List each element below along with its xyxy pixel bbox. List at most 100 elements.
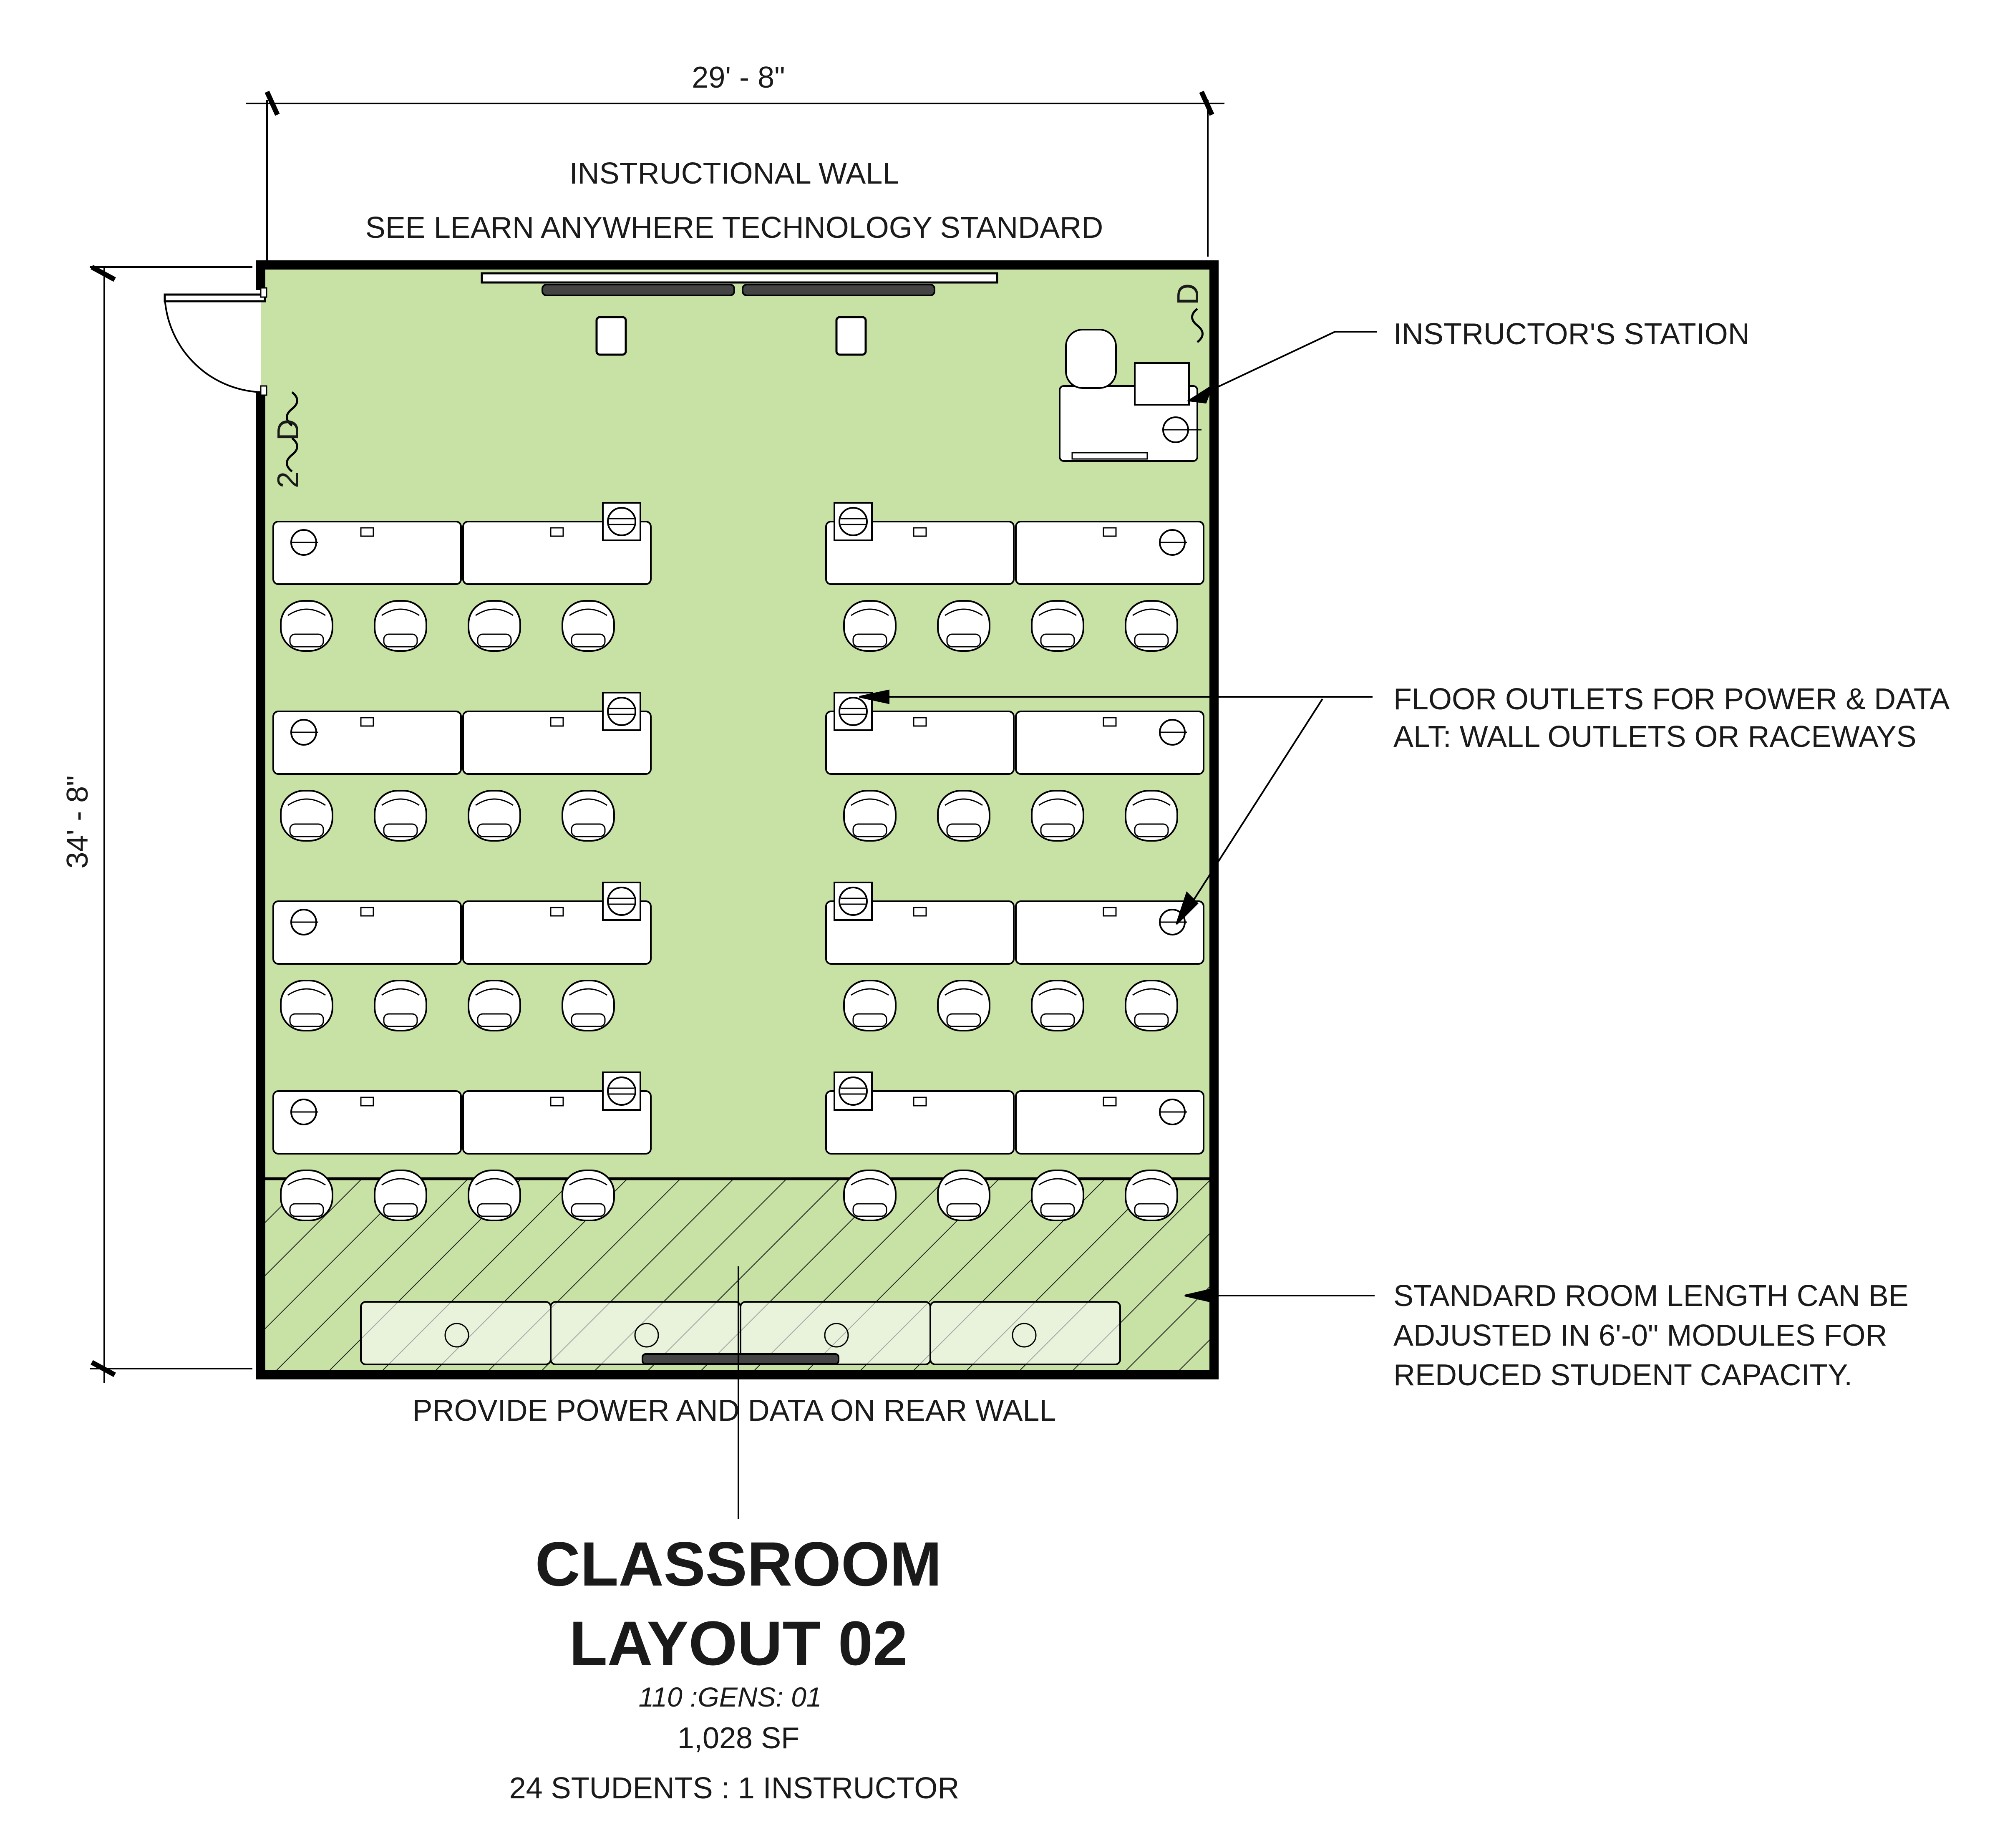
chair-seat [289, 1203, 324, 1217]
chair-seat [946, 1203, 981, 1217]
room-length-callout: REDUCED STUDENT CAPACITY. [1393, 1359, 1852, 1392]
chair-back [381, 608, 420, 616]
room-capacity: 24 STUDENTS : 1 INSTRUCTOR [509, 1772, 960, 1805]
desk-grommet [360, 907, 374, 917]
layout-title-line2: LAYOUT 02 [569, 1608, 907, 1678]
rear-display [642, 1353, 839, 1365]
chair-back [569, 988, 607, 996]
floor-outlet [839, 887, 868, 916]
chair-seat [1040, 1203, 1075, 1217]
student-desk [825, 1090, 1015, 1155]
outlet-count-label: 2 [272, 471, 305, 488]
rear-outlet [1012, 1323, 1037, 1348]
desk-grommet [550, 717, 564, 727]
chair-seat [289, 1013, 324, 1027]
room-length-callout: STANDARD ROOM LENGTH CAN BE [1393, 1279, 1909, 1313]
chair-seat [852, 633, 887, 648]
instructor-chair [1065, 329, 1117, 389]
student-desk [825, 900, 1015, 965]
chair-seat [289, 823, 324, 837]
floor-outlet [607, 1077, 636, 1106]
desk-grommet [913, 527, 927, 537]
chair-seat [852, 823, 887, 837]
chair-back [1132, 608, 1171, 616]
layout-title-line1: CLASSROOM [535, 1529, 942, 1599]
room-length-callout: ADJUSTED IN 6'-0" MODULES FOR [1393, 1319, 1887, 1352]
floor-outlet [839, 697, 868, 726]
chair-back [1132, 1178, 1171, 1186]
chair-back [945, 988, 983, 996]
chair-seat [477, 1013, 512, 1027]
desk-grommet [913, 1097, 927, 1107]
floor-outlets-callout: FLOOR OUTLETS FOR POWER & DATA [1393, 683, 1950, 716]
chair-back [569, 1178, 607, 1186]
chair-back [569, 798, 607, 806]
chair-seat [852, 1013, 887, 1027]
student-desk [1015, 521, 1204, 585]
chair-seat [1040, 633, 1075, 648]
chair-seat [571, 1203, 606, 1217]
chair-back [381, 988, 420, 996]
chair-back [287, 1178, 326, 1186]
floor-outlets-alt-callout: ALT: WALL OUTLETS OR RACEWAYS [1393, 720, 1917, 754]
instructor-station-callout: INSTRUCTOR'S STATION [1393, 318, 1750, 351]
chair-seat [1134, 633, 1169, 648]
chair-seat [946, 633, 981, 648]
chair-seat [1134, 823, 1169, 837]
floor-outlet [607, 697, 636, 726]
chair-back [1038, 1178, 1077, 1186]
instructional-display [481, 272, 998, 356]
chair-seat [477, 633, 512, 648]
chair-seat [1134, 1013, 1169, 1027]
chair-back [945, 1178, 983, 1186]
technology-standard-label: SEE LEARN ANYWHERE TECHNOLOGY STANDARD [365, 211, 1103, 245]
chair-back [851, 608, 889, 616]
student-desk [272, 1090, 462, 1155]
chair-back [287, 798, 326, 806]
room-walls [256, 260, 1219, 1379]
rear-outlet [824, 1323, 849, 1348]
instructional-wall-label: INSTRUCTIONAL WALL [569, 157, 899, 190]
keyboard-tray [1071, 452, 1148, 460]
chair-back [475, 608, 514, 616]
desk-grommet [913, 907, 927, 917]
chair-back [1038, 988, 1077, 996]
desk-grommet [1103, 907, 1117, 917]
chair-seat [383, 1013, 418, 1027]
chair-back [1038, 798, 1077, 806]
student-desk [1015, 900, 1204, 965]
floor-outlet [839, 1077, 868, 1106]
chair-back [287, 988, 326, 996]
desk-grommet [360, 1097, 374, 1107]
chair-seat [383, 823, 418, 837]
chair-seat [852, 1203, 887, 1217]
desk-grommet [550, 1097, 564, 1107]
chair-seat [289, 633, 324, 648]
data-outlet-label: D [1171, 283, 1205, 305]
room-area: 1,028 SF [678, 1722, 799, 1755]
furniture-layer [272, 329, 1204, 1365]
chair-back [569, 608, 607, 616]
chair-seat [477, 1203, 512, 1217]
rear-wall-callout: PROVIDE POWER AND DATA ON REAR WALL [413, 1394, 1056, 1427]
chair-back [381, 798, 420, 806]
leader-lines [738, 331, 1377, 1519]
student-desk [825, 711, 1015, 775]
wall-outlet-symbols [286, 308, 1204, 472]
chair-back [287, 608, 326, 616]
room-code: 110 :GENS: 01 [638, 1682, 821, 1712]
student-desk [825, 521, 1015, 585]
desk-grommet [913, 717, 927, 727]
desk-grommet [1103, 717, 1117, 727]
chair-back [945, 798, 983, 806]
height-dimension: 34' - 8" [61, 775, 94, 868]
rear-outlet [634, 1323, 659, 1348]
chair-back [475, 1178, 514, 1186]
student-desk [1015, 1090, 1204, 1155]
rear-counter [929, 1301, 1121, 1365]
desk-grommet [1103, 1097, 1117, 1107]
chair-back [475, 798, 514, 806]
floor-outlet [607, 887, 636, 916]
chair-back [851, 1178, 889, 1186]
